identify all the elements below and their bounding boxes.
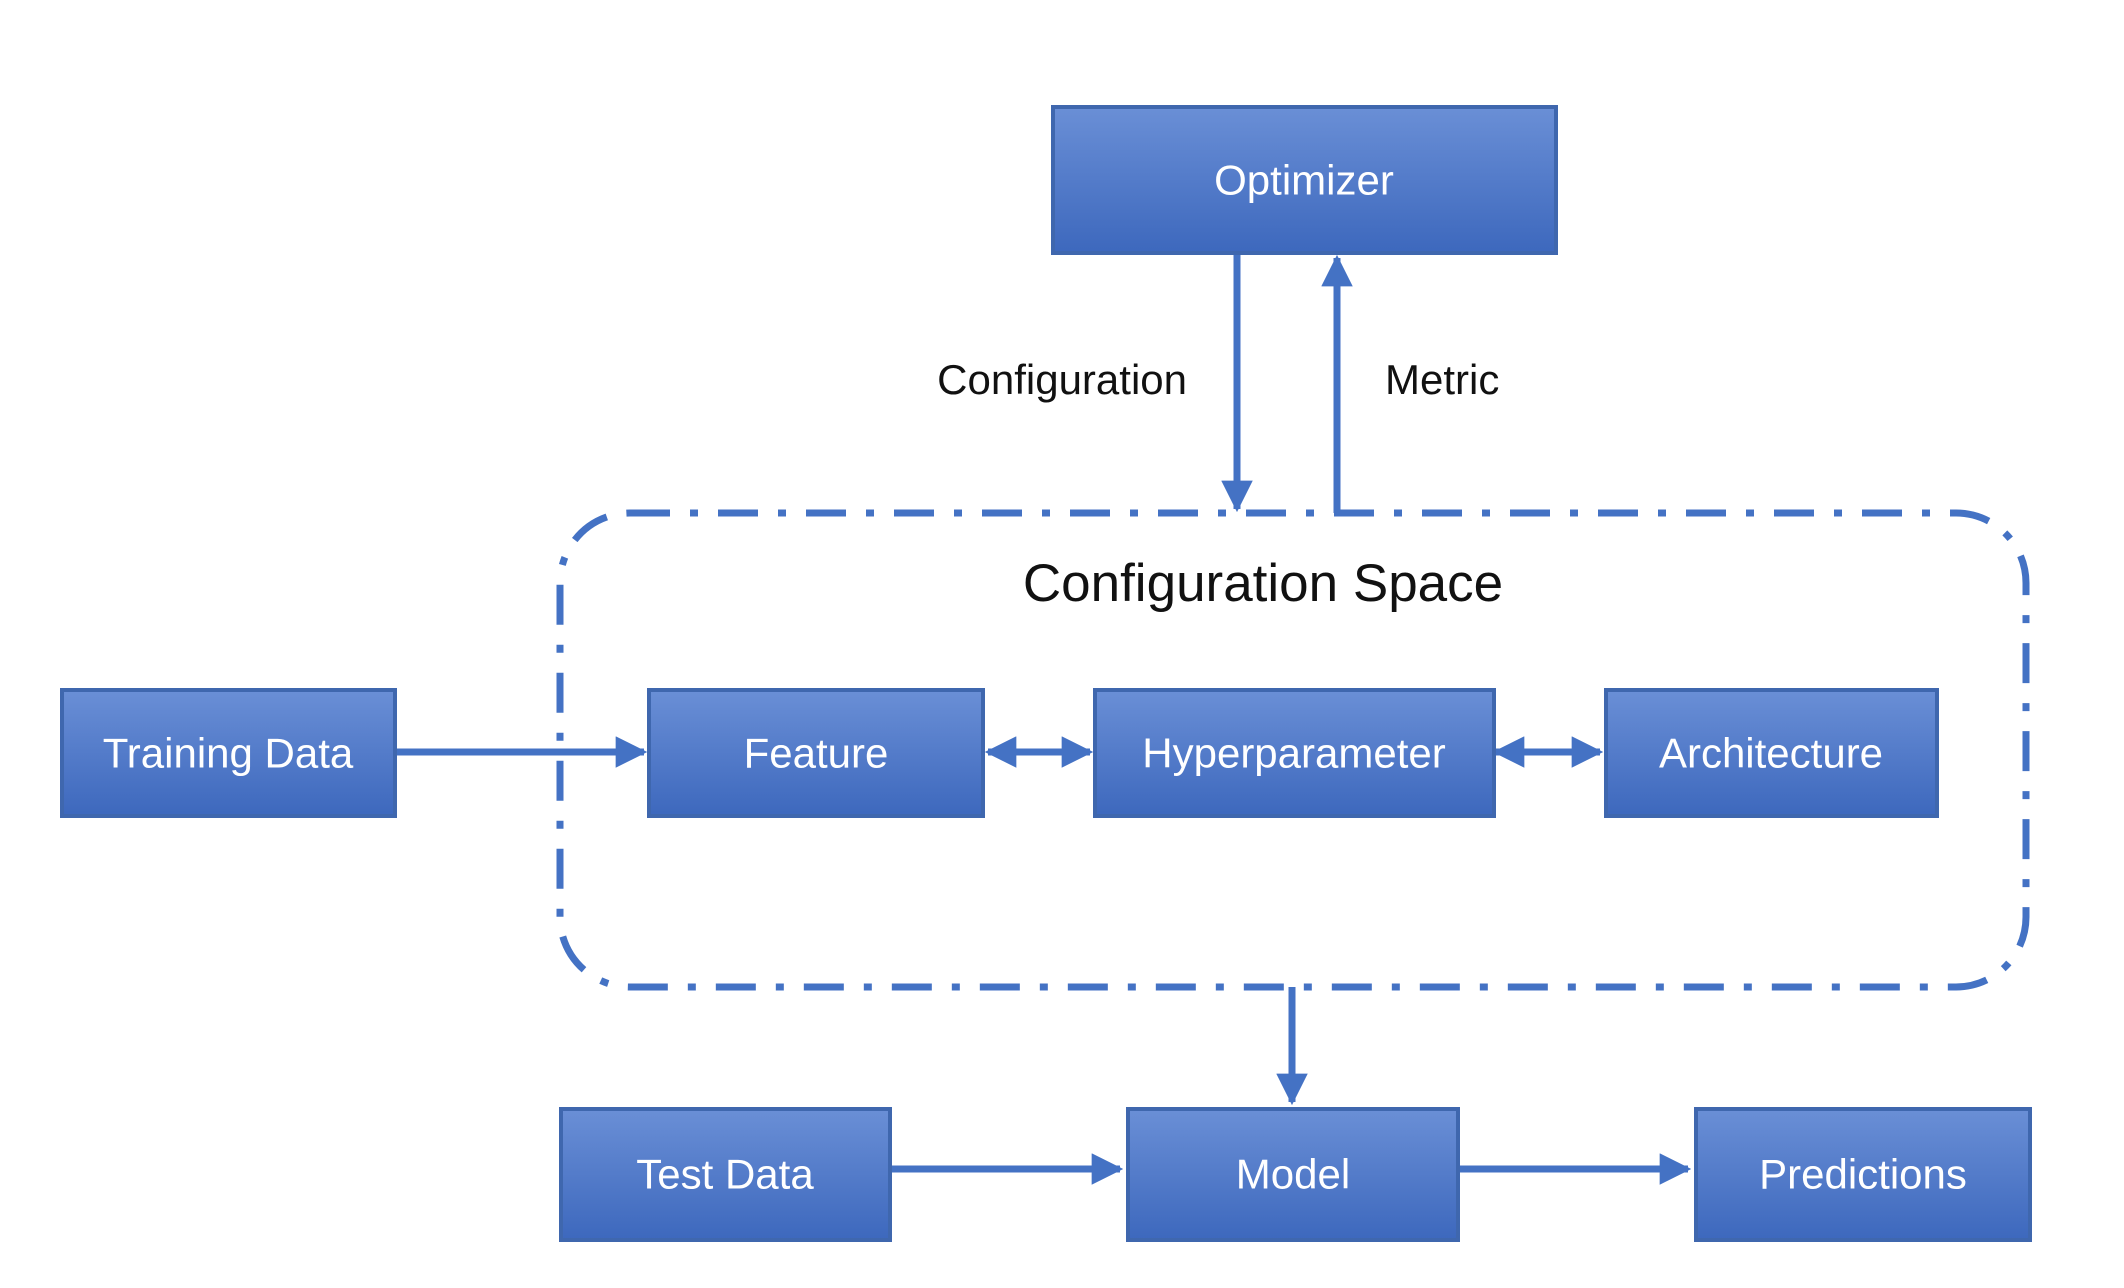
node-hyperparameter: Hyperparameter	[1093, 688, 1496, 818]
node-model: Model	[1126, 1107, 1460, 1242]
edges	[396, 254, 1692, 1185]
node-test-data: Test Data	[559, 1107, 892, 1242]
configuration-space-group: Configuration Space	[556, 509, 2030, 991]
node-architecture-label: Architecture	[1659, 730, 1883, 777]
node-model-label: Model	[1236, 1151, 1350, 1198]
edge-label-configuration: Configuration	[937, 356, 1187, 403]
node-predictions: Predictions	[1694, 1107, 2032, 1242]
node-training-data-label: Training Data	[103, 730, 354, 777]
node-hyperparameter-label: Hyperparameter	[1142, 730, 1445, 777]
edge-label-metric: Metric	[1385, 356, 1499, 403]
node-optimizer-label: Optimizer	[1214, 157, 1394, 204]
configuration-space-title: Configuration Space	[1023, 554, 1503, 613]
node-architecture: Architecture	[1604, 688, 1939, 818]
node-test-data-label: Test Data	[636, 1151, 814, 1198]
node-feature-label: Feature	[744, 730, 889, 777]
configuration-space-border	[556, 509, 2030, 991]
node-predictions-label: Predictions	[1759, 1151, 1967, 1198]
node-feature: Feature	[647, 688, 985, 818]
node-optimizer: Optimizer	[1051, 105, 1558, 255]
node-training-data: Training Data	[60, 688, 397, 818]
